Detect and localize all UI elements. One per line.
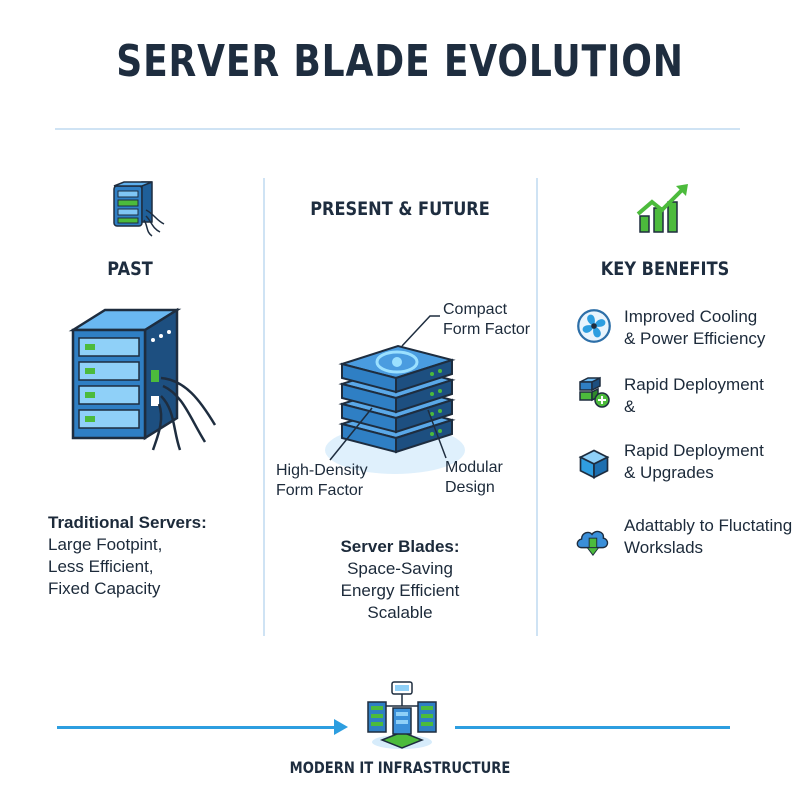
flow-arrow-line-right: [455, 726, 730, 729]
key-benefits-header: KEY BENEFITS: [600, 258, 730, 280]
server-blades-title: Server Blades:: [340, 537, 460, 556]
blade-server-icon: [325, 344, 465, 474]
callout-line: Form Factor: [276, 482, 364, 499]
benefit-line: & Upgrades: [624, 463, 714, 482]
benefit-line: Rapid Deployment: [624, 441, 764, 460]
benefit-line: & Power Efficiency: [624, 329, 766, 348]
title-divider: [55, 128, 740, 130]
footer-label: MODERN IT INFRASTRUCTURE: [289, 758, 511, 777]
benefit-line: Workslads: [624, 538, 704, 557]
benefit-label: Rapid Deployment & Upgrades: [624, 440, 800, 484]
benefit-label: Rapid Deployment &: [624, 374, 800, 418]
deploy-add-icon: [579, 376, 610, 408]
benefit-line: Improved Cooling: [624, 307, 758, 326]
traditional-servers-title: Traditional Servers:: [48, 513, 207, 532]
traditional-servers-line: Fixed Capacity: [48, 579, 161, 598]
traditional-servers-line: Less Efficient,: [48, 557, 154, 576]
traditional-servers-description: Traditional Servers: Large Footpint, Les…: [48, 512, 258, 600]
modern-infrastructure-icon: [367, 681, 437, 749]
server-blades-line: Scalable: [367, 603, 433, 622]
traditional-server-icon: [68, 307, 217, 451]
cube-icon: [578, 449, 610, 479]
cloud-sync-icon: [576, 530, 609, 556]
benefit-line: Rapid Deployment: [624, 375, 764, 394]
column-divider-right: [536, 178, 538, 636]
server-blades-line: Space-Saving: [347, 559, 453, 578]
callout-modular-design: Modular Design: [445, 458, 535, 498]
page-title: SERVER BLADE EVOLUTION: [116, 36, 684, 87]
benefit-line: &: [624, 397, 636, 416]
benefit-label: Improved Cooling & Power Efficiency: [624, 306, 800, 350]
callout-line: Design: [445, 479, 495, 496]
present-future-header: PRESENT & FUTURE: [310, 198, 490, 220]
growth-chart-icon: [636, 184, 688, 233]
traditional-servers-line: Large Footpint,: [48, 535, 163, 554]
callout-compact-form-factor: Compact Form Factor: [443, 300, 543, 340]
callout-line: High-Density: [276, 462, 368, 479]
callout-line: Form Factor: [443, 321, 531, 338]
callout-line: Modular: [445, 459, 503, 476]
benefit-label: Adattably to Fluctating Workslads: [624, 515, 800, 559]
callout-high-density: High-Density Form Factor: [276, 461, 386, 501]
column-divider-left: [263, 178, 265, 636]
flow-arrow-line-left: [57, 726, 340, 729]
callout-line: Compact: [443, 301, 508, 318]
flow-arrow-head: [334, 719, 348, 735]
small-server-rack-icon: [113, 181, 165, 237]
server-blades-description: Server Blades: Space-Saving Energy Effic…: [300, 536, 500, 624]
past-header: PAST: [107, 258, 153, 280]
server-blades-line: Energy Efficient: [340, 581, 460, 600]
benefit-line: Adattably to Fluctating: [624, 516, 793, 535]
fan-icon: [577, 309, 611, 343]
